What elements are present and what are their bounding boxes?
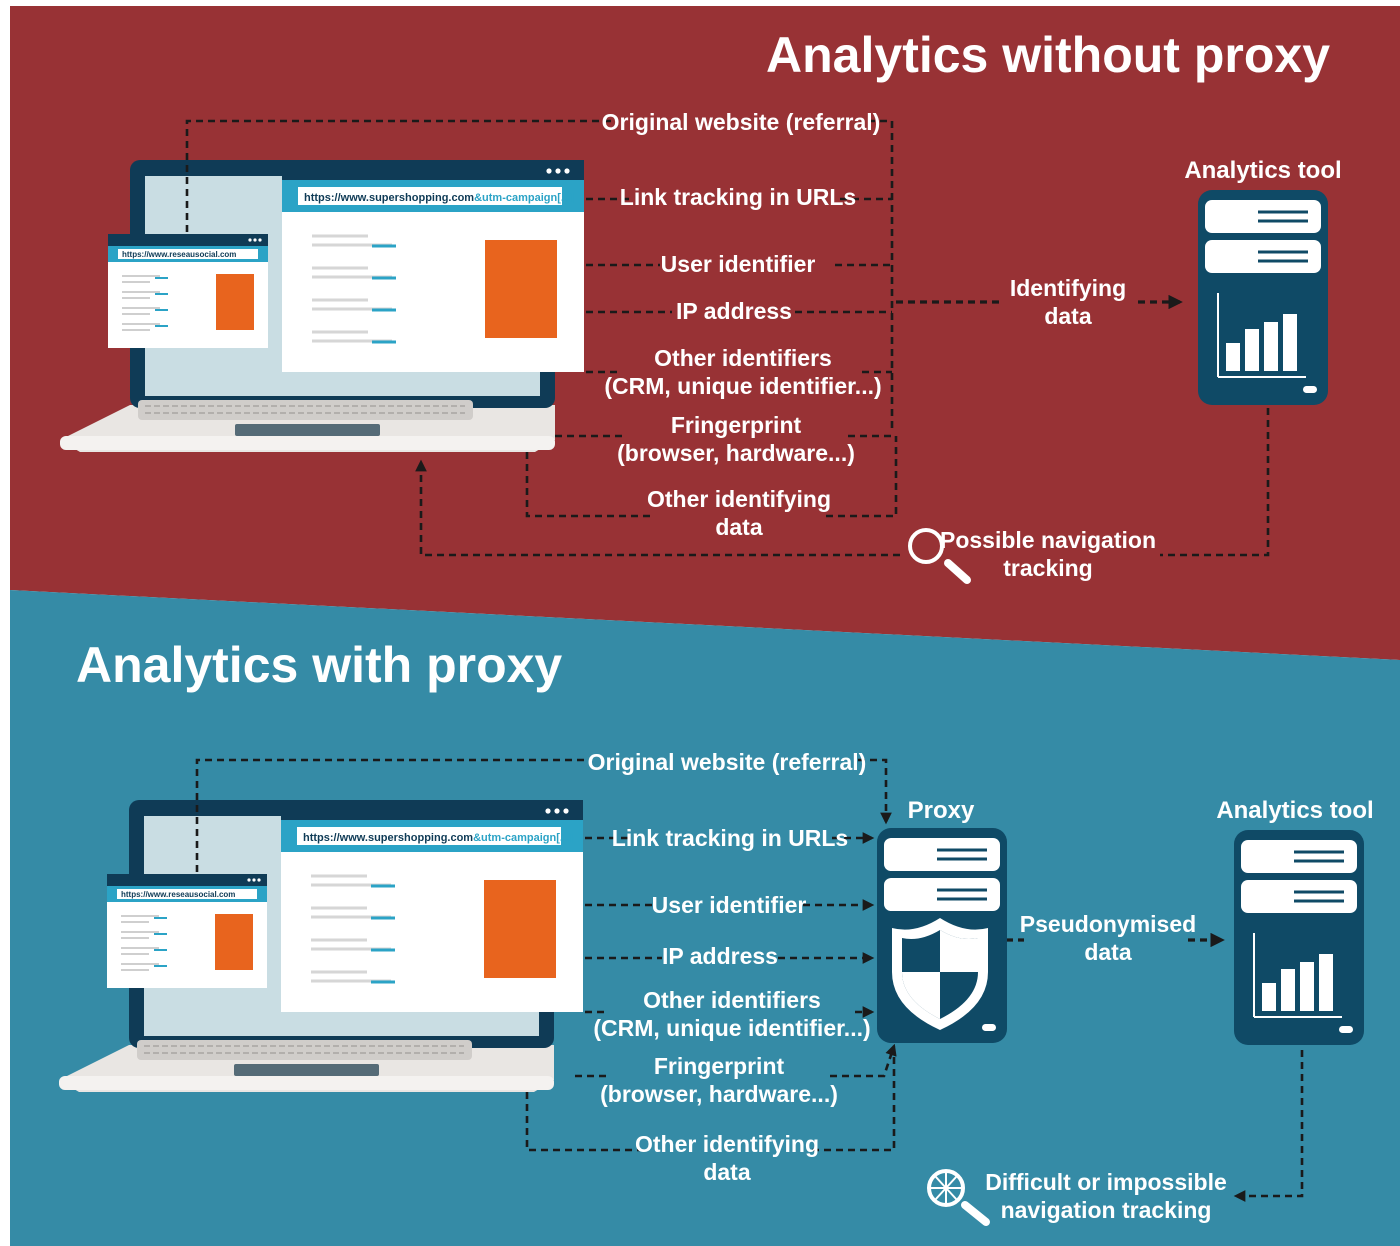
title-without-proxy: Analytics without proxy [766, 27, 1330, 83]
label-other-identifying-data-2-proxy: data [703, 1159, 751, 1185]
label-other-identifying-data: Other identifying [647, 486, 831, 512]
connector-referral [185, 119, 612, 232]
label-possible-tracking: Possible navigation [940, 527, 1156, 553]
label-proxy: Proxy [908, 797, 975, 824]
url-bar-main-proxy: https://www.supershopping.com&utm-campai… [303, 832, 573, 844]
connector-referral-proxy [195, 758, 592, 872]
analytics-server-icon [1196, 188, 1330, 407]
label-referral: Original website (referral) [602, 109, 881, 135]
arrow-to-tracking [1233, 1050, 1304, 1202]
label-difficult-tracking-2: navigation tracking [1001, 1197, 1212, 1223]
label-other-identifiers-detail-proxy: (CRM, unique identifier...) [593, 1015, 870, 1041]
label-identifying-data: data [1044, 303, 1092, 329]
connector-tracking-return [1160, 408, 1270, 557]
label-pseudonymised: Pseudonymised [1020, 911, 1196, 937]
connector-collector [868, 119, 894, 432]
blocked-magnifier-icon [927, 1169, 990, 1226]
label-possible-tracking-2: tracking [1003, 555, 1092, 581]
label-pseudonymised-data: data [1084, 939, 1132, 965]
label-analytics-tool: Analytics tool [1184, 157, 1341, 184]
label-user-identifier-proxy: User identifier [652, 892, 807, 918]
url-bar-main: https://www.supershopping.com&utm-campai… [304, 192, 574, 204]
label-ip-address-proxy: IP address [662, 943, 778, 969]
label-other-identifying-data-proxy: Other identifying [635, 1131, 819, 1157]
title-with-proxy: Analytics with proxy [76, 637, 562, 693]
label-analytics-tool-proxy: Analytics tool [1216, 797, 1373, 824]
label-other-identifiers-detail: (CRM, unique identifier...) [604, 373, 881, 399]
label-other-identifiers: Other identifiers [654, 345, 832, 371]
label-link-tracking-proxy: Link tracking in URLs [612, 825, 848, 851]
analytics-server-icon-proxy [1232, 828, 1366, 1047]
magnifier-icon [908, 528, 971, 584]
url-bar-small-proxy: https://www.reseausocial.com [121, 890, 235, 899]
label-link-tracking: Link tracking in URLs [620, 184, 856, 210]
label-fingerprint: Fringerprint [671, 412, 802, 438]
arrow-to-laptop [415, 459, 900, 557]
label-difficult-tracking: Difficult or impossible [985, 1169, 1227, 1195]
label-ip-address: IP address [676, 298, 792, 324]
label-fingerprint-detail-proxy: (browser, hardware...) [600, 1081, 838, 1107]
url-bar-small: https://www.reseausocial.com [122, 250, 236, 259]
label-other-identifying-data-2: data [715, 514, 763, 540]
label-user-identifier: User identifier [661, 251, 816, 277]
label-other-identifiers-proxy: Other identifiers [643, 987, 821, 1013]
label-identifying: Identifying [1010, 275, 1126, 301]
label-fingerprint-proxy: Fringerprint [654, 1053, 785, 1079]
label-referral-proxy: Original website (referral) [588, 749, 867, 775]
shield-icon [892, 918, 988, 1030]
label-fingerprint-detail: (browser, hardware...) [617, 440, 855, 466]
